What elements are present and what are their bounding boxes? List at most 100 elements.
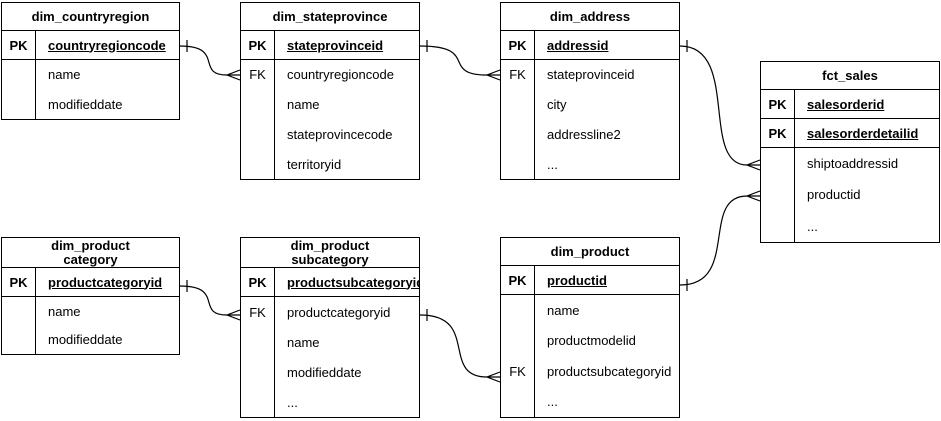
entity-title-fct_sales: fct_sales — [761, 62, 939, 90]
entity-row-dim_product-3[interactable]: FK productsubcategoryid — [501, 356, 679, 387]
entity-row-dim_product-0[interactable]: PK productid — [501, 266, 679, 295]
key-label — [241, 119, 275, 150]
key-label — [761, 210, 795, 242]
field-name: ... — [547, 394, 558, 410]
relationship-line — [179, 285, 228, 316]
key-label — [501, 119, 535, 150]
field-name: city — [547, 97, 567, 113]
key-label: FK — [241, 60, 275, 90]
entity-row-dim_productsubcategory-2[interactable]: name — [241, 327, 419, 357]
field-name: addressid — [547, 37, 609, 53]
key-label — [761, 148, 795, 180]
entity-row-dim_productcategory-0[interactable]: PK productcategoryid — [2, 268, 179, 297]
field-name: countryregioncode — [48, 37, 166, 53]
field-name: stateprovincecode — [287, 126, 393, 142]
entity-row-dim_stateprovince-4[interactable]: territoryid — [241, 149, 419, 179]
entity-row-dim_address-2[interactable]: city — [501, 89, 679, 120]
field-name: ... — [547, 156, 558, 172]
field-name: productmodelid — [547, 333, 636, 349]
entity-title-dim_address: dim_address — [501, 3, 679, 31]
key-label — [501, 325, 535, 356]
entity-row-dim_productcategory-2[interactable]: modifieddate — [2, 325, 179, 354]
key-label — [2, 297, 36, 326]
relationship-line — [419, 314, 488, 378]
relationship-dim_productsubcategory-dim_product[interactable] — [419, 309, 501, 383]
entity-title-dim_stateprovince: dim_stateprovince — [241, 3, 419, 31]
entity-row-dim_product-1[interactable]: name — [501, 295, 679, 326]
entity-row-dim_address-4[interactable]: ... — [501, 149, 679, 179]
entity-row-fct_sales-3[interactable]: productid — [761, 179, 939, 211]
entity-row-dim_productsubcategory-3[interactable]: modifieddate — [241, 357, 419, 387]
relationship-dim_stateprovince-dim_address[interactable] — [419, 40, 501, 81]
key-label: PK — [2, 268, 36, 296]
entity-rows: PK productcategoryid name modifieddate — [2, 268, 179, 354]
key-label: FK — [501, 60, 535, 90]
relationship-dim_productcategory-dim_productsubcategory[interactable] — [179, 280, 241, 321]
key-label — [241, 149, 275, 179]
key-label — [501, 89, 535, 120]
entity-row-dim_countryregion-0[interactable]: PK countryregioncode — [2, 31, 179, 60]
entity-row-dim_product-2[interactable]: productmodelid — [501, 325, 679, 356]
entity-row-dim_stateprovince-1[interactable]: FK countryregioncode — [241, 60, 419, 90]
entity-title-dim_countryregion: dim_countryregion — [2, 3, 179, 31]
field-name: name — [48, 303, 81, 319]
relationship-dim_product-fct_sales[interactable] — [679, 190, 761, 291]
key-label: FK — [241, 297, 275, 327]
entity-row-dim_product-4[interactable]: ... — [501, 386, 679, 417]
field-name: productsubcategoryid — [287, 274, 419, 290]
entity-row-fct_sales-2[interactable]: shiptoaddressid — [761, 148, 939, 180]
field-name: productcategoryid — [287, 304, 391, 320]
key-label: FK — [501, 356, 535, 387]
field-name: productsubcategoryid — [547, 363, 672, 379]
key-label — [501, 295, 535, 326]
field-name: modifieddate — [48, 332, 123, 348]
field-name: countryregioncode — [287, 67, 394, 83]
key-label — [241, 357, 275, 387]
entity-row-dim_countryregion-1[interactable]: name — [2, 60, 179, 90]
cardinality-many-crowfoot — [485, 371, 501, 383]
key-label: PK — [2, 31, 36, 59]
field-name: productid — [547, 272, 607, 288]
entity-title-dim_product: dim_product — [501, 238, 679, 266]
cardinality-many-crowfoot — [485, 69, 501, 81]
entity-row-dim_stateprovince-2[interactable]: name — [241, 89, 419, 120]
relationship-dim_countryregion-dim_stateprovince[interactable] — [179, 40, 241, 81]
entity-row-dim_countryregion-2[interactable]: modifieddate — [2, 89, 179, 119]
entity-row-dim_productsubcategory-1[interactable]: FK productcategoryid — [241, 297, 419, 327]
entity-row-dim_productsubcategory-4[interactable]: ... — [241, 387, 419, 417]
field-name: productcategoryid — [48, 274, 163, 290]
entity-row-dim_address-3[interactable]: addressline2 — [501, 119, 679, 150]
entity-title-dim_productcategory: dim_product category — [2, 238, 179, 268]
key-label — [2, 89, 36, 119]
entity-row-dim_stateprovince-3[interactable]: stateprovincecode — [241, 119, 419, 150]
field-name: modifieddate — [48, 96, 123, 112]
relationship-line — [179, 45, 228, 76]
entity-row-dim_productcategory-1[interactable]: name — [2, 297, 179, 326]
key-label — [761, 179, 795, 211]
key-label — [2, 60, 36, 90]
field-name: ... — [287, 394, 298, 410]
key-label: PK — [761, 119, 795, 147]
field-name: productid — [807, 187, 861, 203]
key-label: PK — [501, 266, 535, 294]
entity-row-fct_sales-4[interactable]: ... — [761, 210, 939, 242]
key-label — [241, 89, 275, 120]
key-label: PK — [761, 90, 795, 118]
relationship-dim_address-fct_sales[interactable] — [679, 40, 761, 171]
